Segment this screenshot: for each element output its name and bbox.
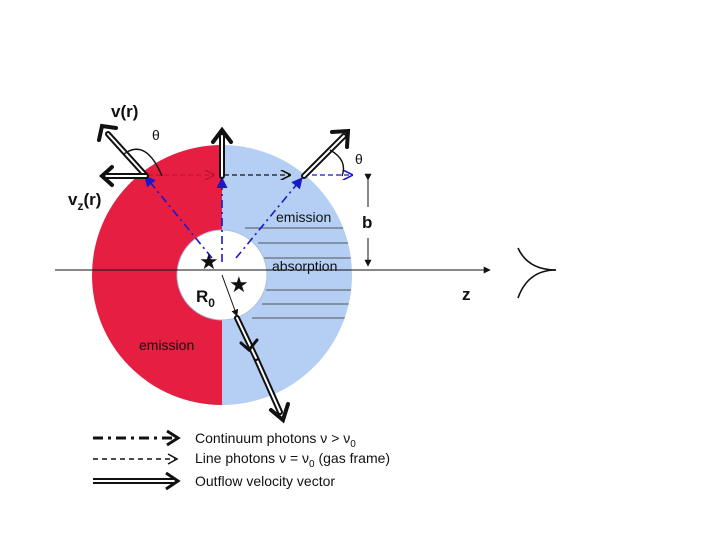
velocity-vector-lower-inner (234, 315, 259, 361)
velocity-vector-lower (253, 355, 290, 424)
z-axis-label: z (462, 285, 471, 304)
star-icon: ★ (229, 272, 249, 297)
legend-item-continuum: Continuum photons ν > ν0 (93, 429, 356, 450)
star-icon: ★ (199, 249, 219, 274)
legend: Continuum photons ν > ν0 Line photons ν … (93, 429, 390, 491)
velocity-vector-center (211, 126, 233, 179)
absorption-side-right (222, 145, 352, 405)
velocity-z-label: vz(r) (68, 190, 101, 213)
emission-label-right: emission (276, 209, 331, 225)
outflow-shell (92, 145, 352, 405)
emission-label-left: emission (139, 337, 194, 353)
theta-label-right: θ (355, 151, 363, 167)
continuum-photon-paths (144, 175, 303, 262)
svg-text:Outflow velocity vector: Outflow velocity vector (195, 473, 335, 489)
svg-text:Continuum photons ν > ν0: Continuum photons ν > ν0 (195, 430, 356, 450)
impact-parameter-label: b (362, 213, 372, 232)
legend-item-line-photons: Line photons ν = ν0 (gas frame) (93, 450, 390, 470)
velocity-label: v(r) (111, 102, 138, 121)
theta-label-left: θ (152, 127, 160, 143)
angle-arc-left (123, 148, 163, 177)
svg-text:Line photons ν = ν0 (gas frame: Line photons ν = ν0 (gas frame) (195, 450, 390, 470)
radius-r0-line (221, 274, 239, 317)
angle-arc-right (329, 149, 345, 177)
velocity-vectors (97, 123, 351, 424)
emission-region-left (92, 145, 222, 405)
r0-label: R0 (196, 287, 215, 310)
legend-item-outflow-vector: Outflow velocity vector (93, 471, 335, 491)
velocity-vector-left (97, 123, 149, 179)
velocity-vector-right (301, 128, 351, 179)
observer-eye-icon (517, 247, 557, 299)
absorption-hatching (245, 227, 352, 319)
absorption-label: absorption (272, 258, 337, 274)
velocity-z-component-left (99, 165, 149, 187)
